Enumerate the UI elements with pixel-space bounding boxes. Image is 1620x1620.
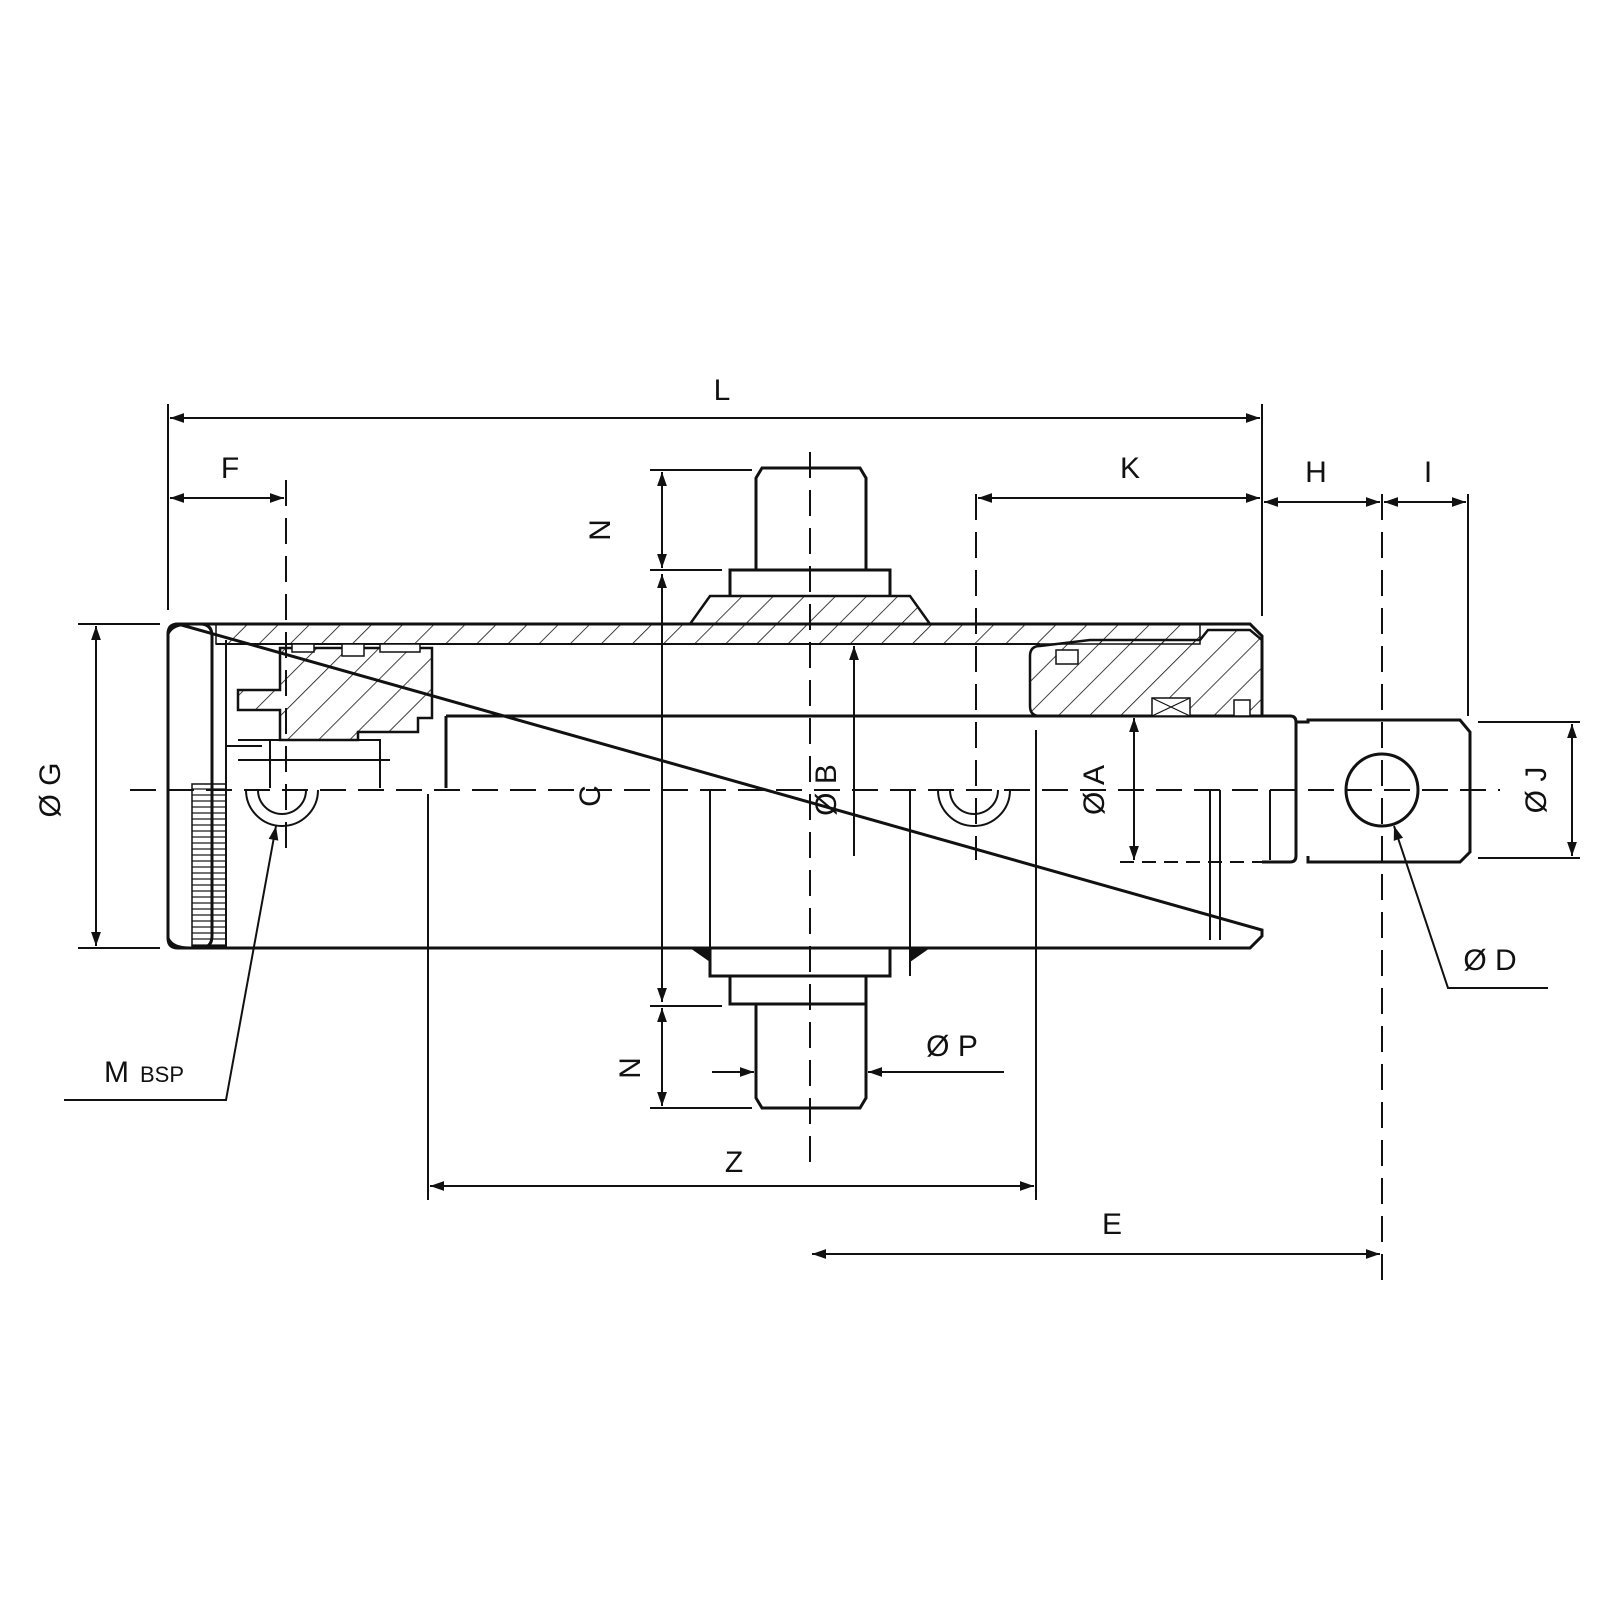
label-A: Ø A <box>1078 765 1111 815</box>
label-Z: Z <box>725 1146 743 1179</box>
piston <box>226 643 434 788</box>
dimension-B: Ø B <box>810 646 859 856</box>
label-M-subscript: BSP <box>140 1062 184 1087</box>
dimension-G: Ø G <box>34 623 160 949</box>
label-G: Ø G <box>34 762 67 817</box>
label-B: Ø B <box>810 764 843 816</box>
label-K: K <box>1120 452 1140 485</box>
label-P: Ø P <box>926 1030 978 1063</box>
dimension-D: Ø D <box>1393 825 1548 989</box>
port-right <box>937 789 1011 827</box>
label-E: E <box>1102 1208 1122 1241</box>
dimension-P: Ø P <box>712 1030 1004 1077</box>
center-lines <box>130 452 1500 1290</box>
port-left <box>245 789 319 827</box>
label-F: F <box>221 452 239 485</box>
label-L: L <box>714 374 731 407</box>
dimension-K: K <box>978 452 1260 503</box>
dimension-F: F <box>170 452 284 503</box>
dimension-N-bottom: N <box>614 1005 752 1109</box>
label-N-bottom: N <box>614 1057 647 1079</box>
dimension-L: L <box>167 374 1263 616</box>
piston-rod <box>444 714 1298 940</box>
gland-head <box>1028 628 1264 718</box>
dimension-N-top: N <box>584 469 752 571</box>
label-M: M <box>104 1056 129 1089</box>
trunnion <box>687 466 933 1110</box>
dimension-C: C <box>574 574 667 1002</box>
label-C: C <box>574 785 607 807</box>
dimension-I: I <box>1384 456 1469 716</box>
label-N-top: N <box>584 519 617 541</box>
label-D: Ø D <box>1463 944 1516 977</box>
dimension-E: E <box>812 1208 1380 1259</box>
dimension-M: M BSP <box>64 825 279 1101</box>
dimension-Z: Z <box>427 730 1037 1200</box>
label-H: H <box>1305 456 1327 489</box>
dimension-A: Ø A <box>1078 718 1296 863</box>
dimension-J: Ø J <box>1478 721 1580 859</box>
dimension-H: H <box>1264 456 1380 507</box>
label-I: I <box>1424 456 1432 489</box>
label-J: Ø J <box>1520 767 1553 814</box>
